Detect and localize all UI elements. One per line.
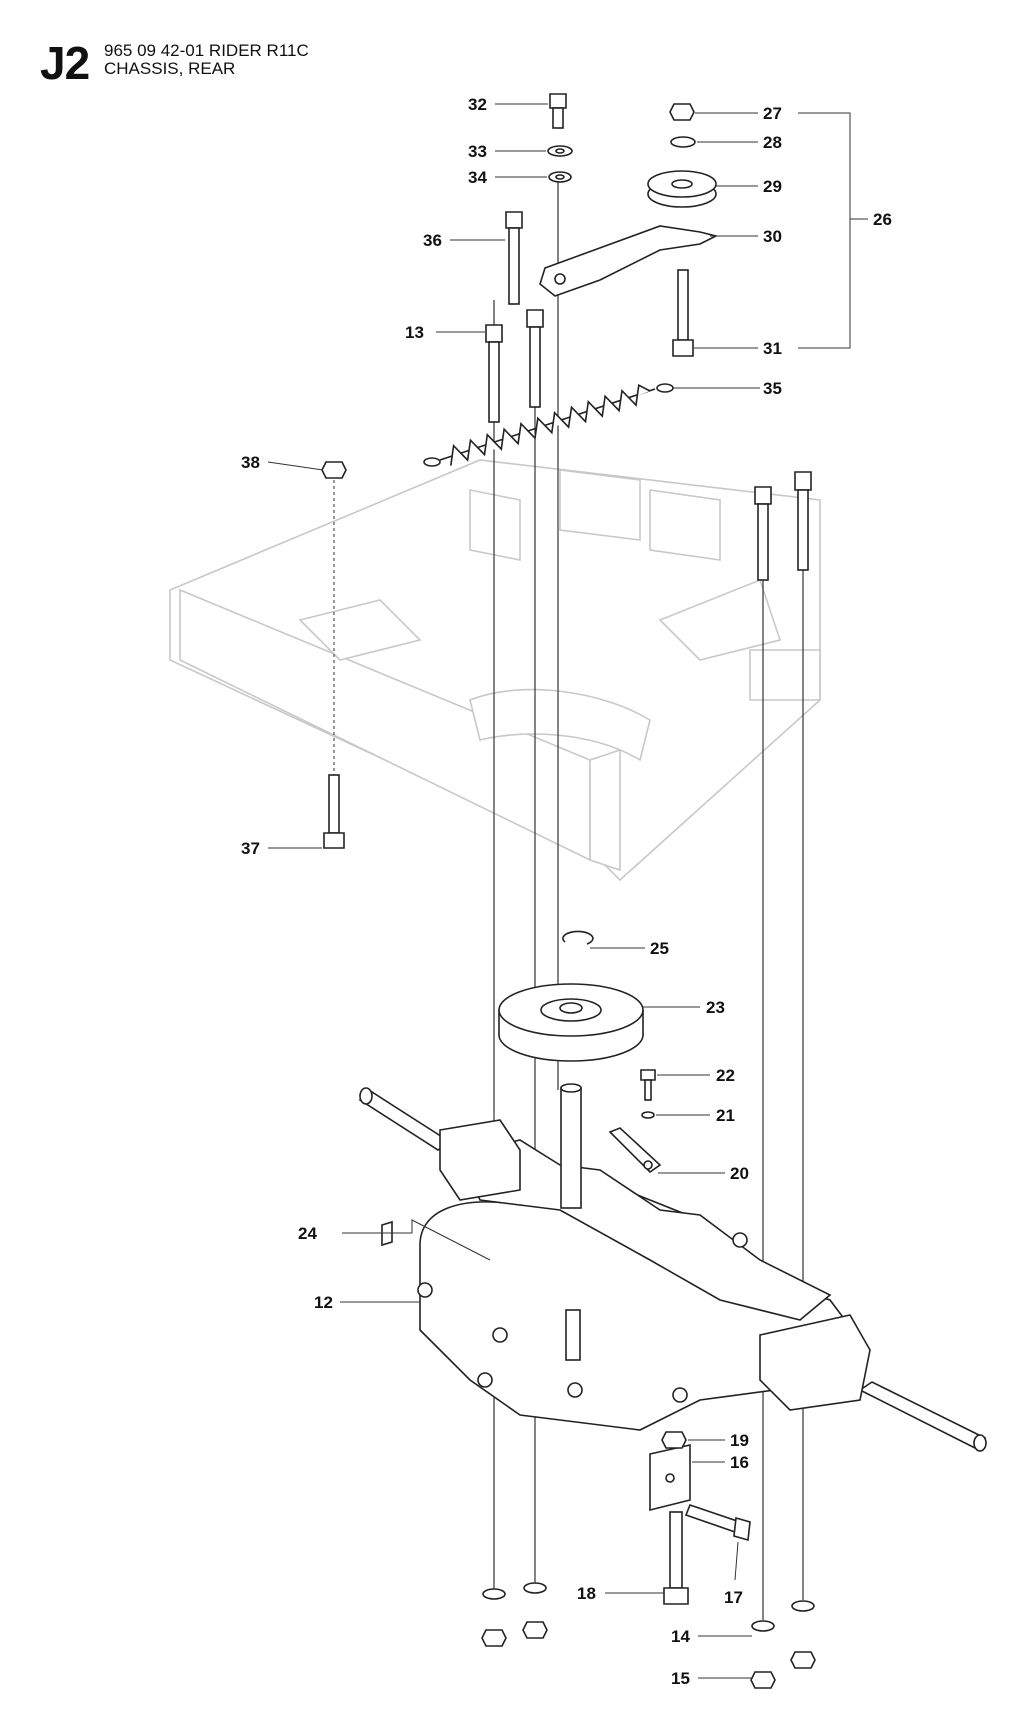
bolt-13-left (485, 324, 503, 423)
bolt-long-rear-a (754, 486, 772, 581)
spring-35 (423, 383, 674, 467)
callout-20: 20 (730, 1164, 749, 1183)
diagram-code: J2 (40, 37, 90, 89)
callout-26: 26 (873, 210, 892, 229)
nuts-lower (481, 1621, 816, 1689)
bolt-32 (549, 93, 567, 129)
callout-12: 12 (314, 1293, 333, 1312)
nut-27 (669, 103, 695, 121)
bolt-long-rear-b (794, 471, 812, 571)
callout-36: 36 (423, 231, 442, 250)
callout-15: 15 (671, 1669, 690, 1688)
callout-30: 30 (763, 227, 782, 246)
bolt-17 (684, 1503, 751, 1542)
nut-19 (661, 1431, 687, 1449)
diagram-header: 965 09 42-01 RIDER R11C CHASSIS, REAR (104, 42, 309, 78)
bracket-20 (608, 1127, 662, 1174)
washer-34 (548, 171, 572, 183)
idler-arm-30 (539, 225, 719, 297)
callout-24: 24 (298, 1224, 317, 1243)
bolt-18 (663, 1511, 689, 1605)
callout-31: 31 (763, 339, 782, 358)
callout-25: 25 (650, 939, 669, 958)
callout-35: 35 (763, 379, 782, 398)
callout-28: 28 (763, 133, 782, 152)
model-line: 965 09 42-01 RIDER R11C (104, 41, 309, 60)
callout-16: 16 (730, 1453, 749, 1472)
idler-bolt-31 (672, 269, 694, 357)
washers-lower (482, 1582, 815, 1632)
bolt-36 (505, 211, 523, 305)
callout-34: 34 (468, 168, 487, 187)
callout-38: 38 (241, 453, 260, 472)
callout-32: 32 (468, 95, 487, 114)
callout-27: 27 (763, 104, 782, 123)
callout-13: 13 (405, 323, 424, 342)
bolt-13-right (526, 309, 544, 408)
washer-33 (547, 145, 573, 157)
drive-pulley-23 (498, 983, 644, 1062)
transaxle-12 (358, 1083, 987, 1452)
callout-14: 14 (671, 1627, 690, 1646)
callout-37: 37 (241, 839, 260, 858)
callout-33: 33 (468, 142, 487, 161)
callout-22: 22 (716, 1066, 735, 1085)
chassis-frame-ghost (169, 459, 821, 882)
callout-23: 23 (706, 998, 725, 1017)
callout-labels: 32 33 34 36 13 38 37 27 28 29 30 31 26 3… (241, 95, 892, 1688)
circlip-25 (562, 930, 594, 945)
bolt-37 (323, 774, 345, 849)
title-line: CHASSIS, REAR (104, 59, 236, 78)
washer-21 (641, 1111, 655, 1119)
callout-21: 21 (716, 1106, 735, 1125)
nut-38 (321, 461, 347, 479)
callout-18: 18 (577, 1584, 596, 1603)
washer-28 (670, 136, 696, 148)
screw-22 (640, 1069, 656, 1101)
callout-19: 19 (730, 1431, 749, 1450)
bracket-16 (649, 1444, 691, 1512)
callout-29: 29 (763, 177, 782, 196)
leader-lines (267, 103, 868, 1679)
callout-17: 17 (724, 1588, 743, 1607)
idler-pulley-29 (647, 170, 717, 208)
